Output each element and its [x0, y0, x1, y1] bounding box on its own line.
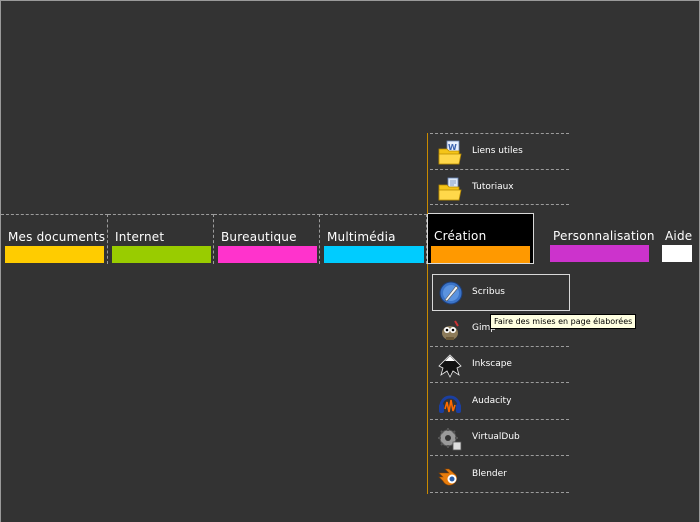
submenu-item-label: VirtualDub — [472, 432, 520, 442]
nav-item-bureautique[interactable]: Bureautique — [214, 214, 320, 264]
submenu-item-virtualdub[interactable]: VirtualDub — [430, 420, 569, 456]
nav-color-bar — [5, 246, 104, 263]
nav-label: Internet — [115, 230, 165, 244]
submenu-item-label: Blender — [472, 469, 507, 479]
submenu-item-audacity[interactable]: Audacity — [430, 384, 569, 420]
submenu-item-tutoriaux[interactable]: Tutoriaux — [430, 169, 569, 205]
scribus-icon — [438, 280, 464, 306]
nav-label: Bureautique — [221, 230, 297, 244]
inkscape-icon — [437, 353, 463, 379]
submenu-bottom-line — [427, 264, 428, 494]
submenu-item-label: Inkscape — [472, 359, 512, 369]
nav-color-bar — [324, 246, 424, 263]
nav-color-bar — [218, 246, 317, 263]
nav-label: Création — [434, 229, 487, 243]
audacity-icon — [437, 390, 463, 416]
folder-tutorials-icon — [437, 176, 463, 202]
gimp-icon — [437, 317, 463, 343]
nav-item-aide[interactable]: Aide — [658, 214, 700, 264]
nav-label: Personnalisation — [553, 229, 655, 243]
nav-color-bar — [662, 245, 692, 262]
submenu-item-label: Tutoriaux — [472, 182, 514, 192]
submenu-item-label: Audacity — [472, 396, 512, 406]
nav-item-mes-documents[interactable]: Mes documents — [1, 214, 108, 264]
blender-icon — [437, 463, 463, 489]
tooltip: Faire des mises en page élaborées — [490, 314, 637, 329]
folder-links-icon: W — [437, 140, 463, 166]
nav-label: Multimédia — [327, 230, 396, 244]
submenu-top-line — [427, 133, 428, 214]
nav-item-creation[interactable]: Création — [427, 213, 534, 264]
submenu-item-inkscape[interactable]: Inkscape — [430, 347, 569, 383]
submenu-item-scribus[interactable]: Scribus — [432, 274, 570, 311]
nav-color-bar — [431, 246, 530, 263]
nav-label: Aide — [665, 229, 693, 243]
nav-item-personnalisation[interactable]: Personnalisation — [546, 214, 655, 264]
nav-color-bar — [550, 245, 649, 262]
submenu-item-blender[interactable]: Blender — [430, 457, 569, 493]
submenu-item-label: Gimp — [472, 323, 496, 333]
virtualdub-icon — [437, 426, 463, 452]
svg-text:W: W — [448, 143, 457, 152]
submenu-item-label: Liens utiles — [472, 146, 523, 156]
nav-item-multimedia[interactable]: Multimédia — [320, 214, 427, 264]
submenu-item-gimp[interactable]: Gimp — [430, 311, 569, 347]
nav-item-internet[interactable]: Internet — [108, 214, 214, 264]
submenu-item-liens-utiles[interactable]: W Liens utiles — [430, 133, 569, 169]
nav-label: Mes documents — [8, 230, 106, 244]
nav-color-bar — [112, 246, 211, 263]
submenu-item-label: Scribus — [472, 287, 505, 297]
